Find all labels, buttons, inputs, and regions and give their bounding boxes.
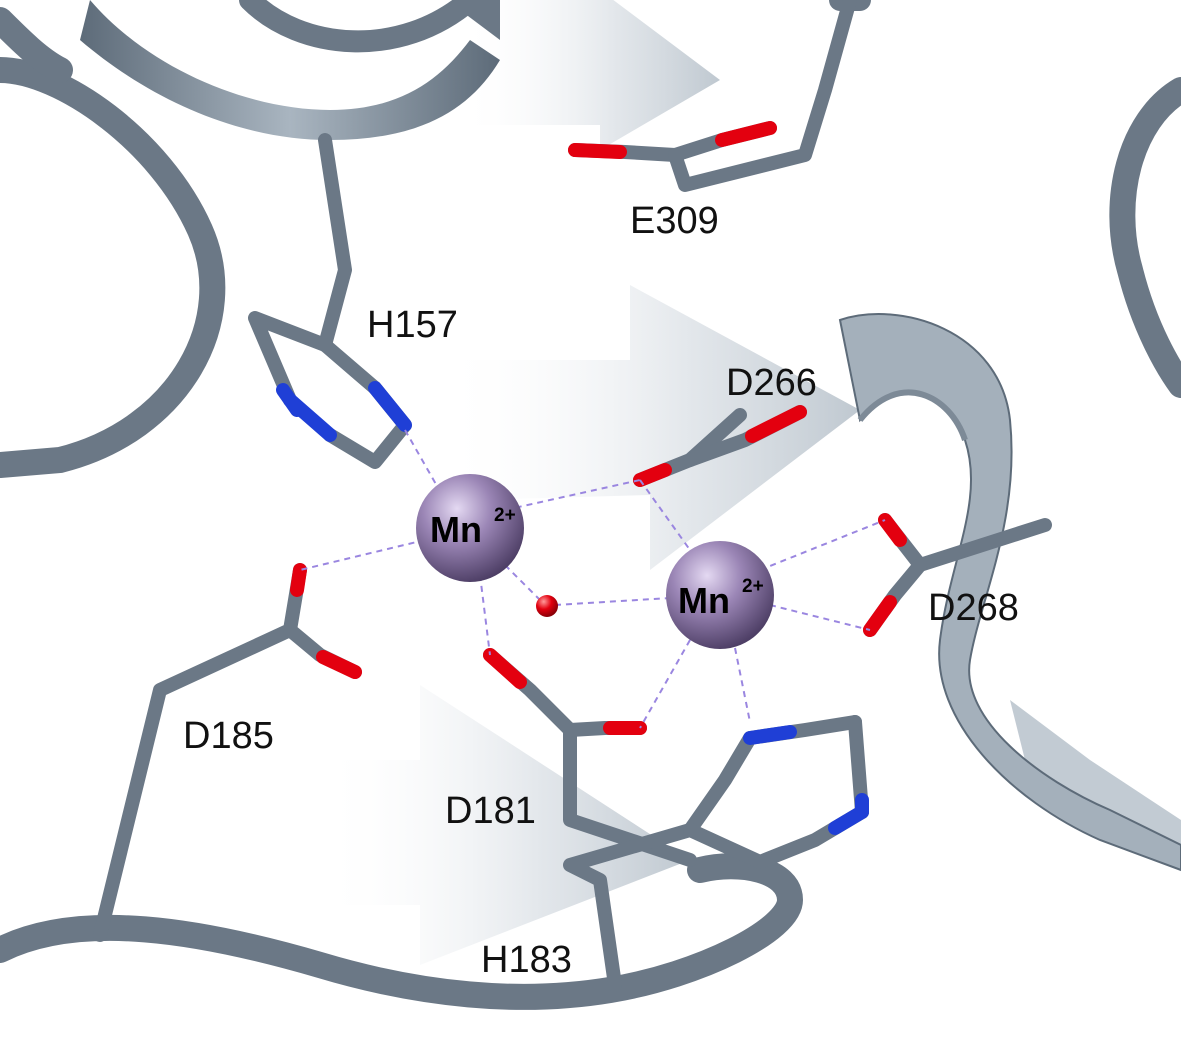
residue-d266-sticks <box>633 405 807 487</box>
beta-sheet-middle <box>440 285 860 570</box>
residue-d181-sticks <box>483 648 697 867</box>
helix-top-left <box>80 0 500 140</box>
beta-sheet-right <box>1010 700 1181 860</box>
label-h183: H183 <box>481 939 572 981</box>
coil-right <box>1109 77 1181 398</box>
mn-ion-1: Mn 2+ <box>416 474 524 582</box>
residue-h183-sticks <box>563 715 869 992</box>
label-d181: D181 <box>445 790 536 832</box>
mn-ion-1-charge: 2+ <box>494 505 516 526</box>
coil-bottom <box>0 853 804 1010</box>
helix-right <box>838 313 1181 872</box>
label-d185: D185 <box>183 715 274 757</box>
water-molecule <box>536 595 558 617</box>
label-e309: E309 <box>630 200 719 242</box>
residue-e309-sticks <box>568 0 857 192</box>
label-d266: D266 <box>726 362 817 404</box>
mn-ion-2-charge: 2+ <box>742 576 764 597</box>
label-h157: H157 <box>367 304 458 346</box>
residue-d185-sticks <box>93 563 362 942</box>
mn-ion-2: Mn 2+ <box>666 541 774 649</box>
label-d268: D268 <box>928 587 1019 629</box>
mn-ion-2-symbol: Mn <box>678 580 730 621</box>
beta-sheet-top <box>460 0 720 150</box>
residue-h157-sticks <box>248 133 412 469</box>
residue-d268-sticks <box>863 513 1052 637</box>
mn-ion-1-symbol: Mn <box>430 509 482 550</box>
coordination-bonds <box>299 429 886 729</box>
coil-left <box>0 7 226 478</box>
